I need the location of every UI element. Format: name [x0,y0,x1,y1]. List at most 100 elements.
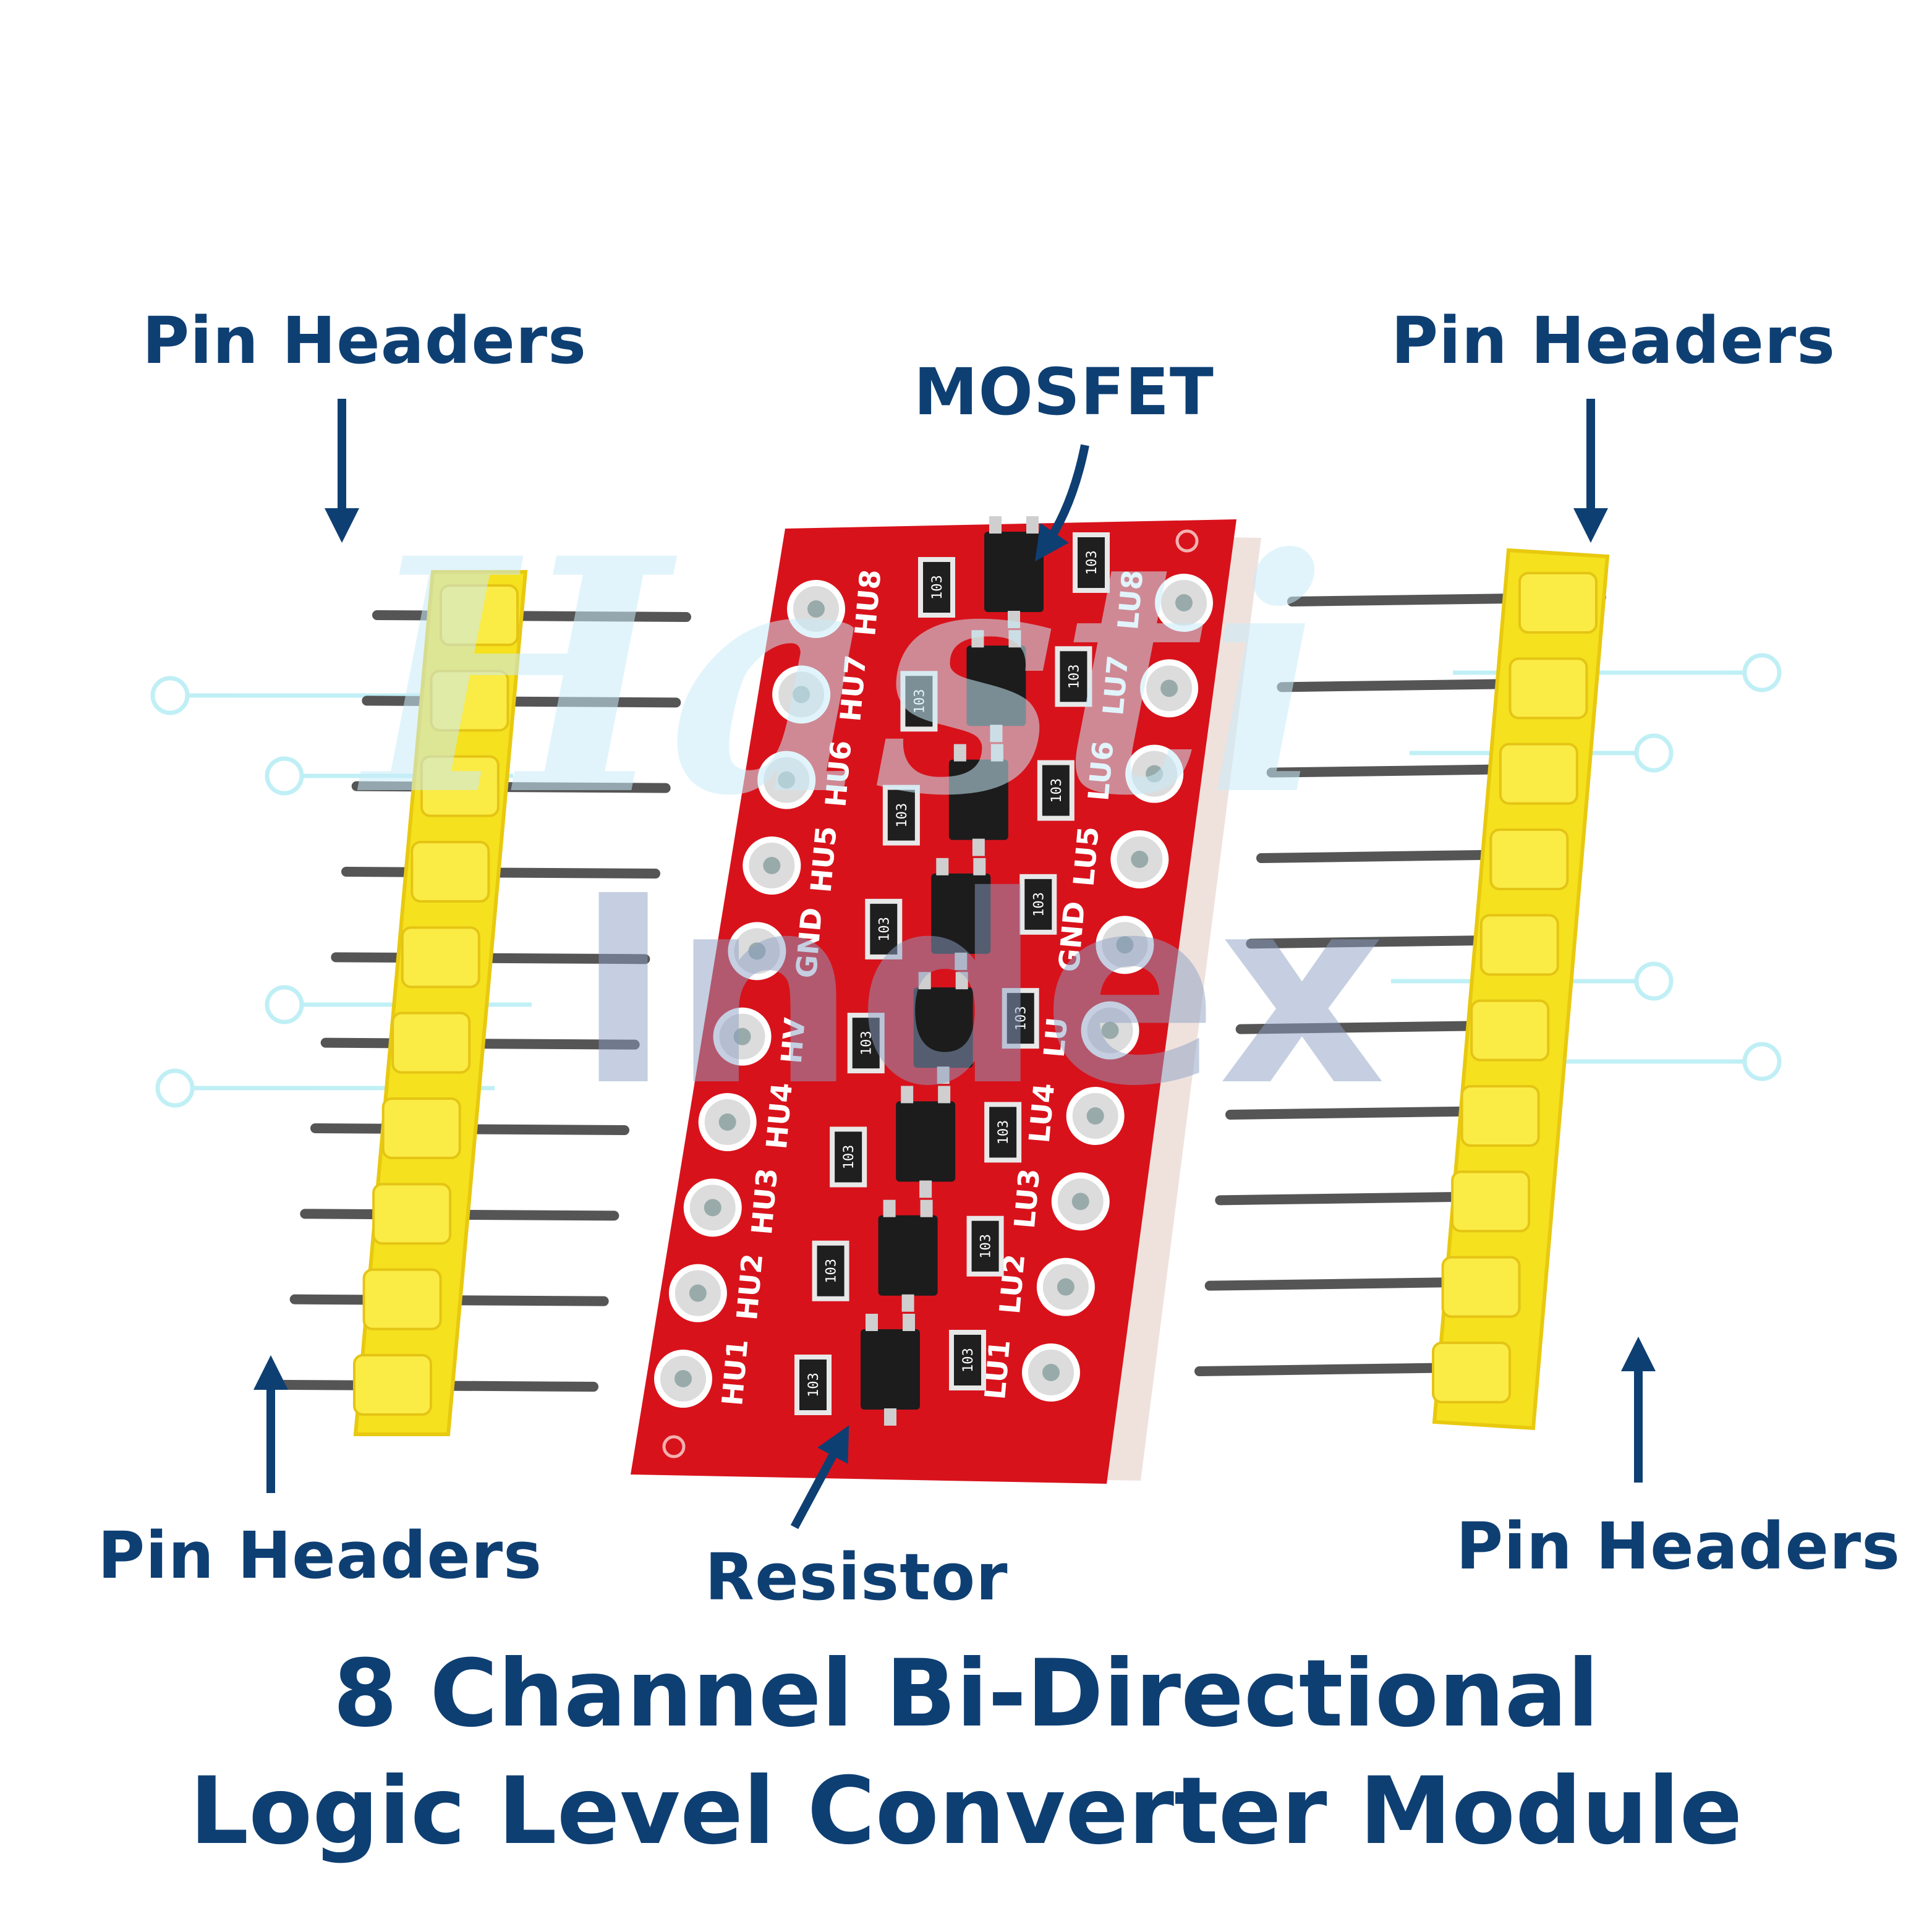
resistor-marking: 103 [1084,550,1100,575]
header-pin [362,696,681,708]
arrow-resistor [790,1425,849,1530]
pin-label-right: LU3 [1008,1167,1046,1230]
mosfet-chip [878,1215,938,1296]
title-line-2: Logic Level Converter Module [189,1758,1743,1865]
mounting-hole [662,1435,686,1458]
header-segment [391,1011,471,1074]
mosfet-lead [990,725,1003,743]
label-pin-headers-top-left: Pin Headers [142,303,587,378]
smd-resistor [949,1330,986,1390]
smd-resistor [1073,532,1110,593]
mosfet-lead [1026,516,1039,534]
via-hole [763,857,781,874]
mosfet-chip [984,532,1044,612]
header-segment [430,670,509,732]
mosfet-lead [989,516,1002,534]
resistor-marking: 103 [1031,892,1047,917]
resistor-marking: 103 [895,803,910,828]
pin-label-left: HU5 [804,825,843,894]
via-hole [1116,936,1134,954]
mosfet-lead [883,1199,896,1217]
pin-label-left: HV [775,1016,812,1065]
label-resistor: Resistor [705,1539,1008,1615]
mosfet-lead [1008,611,1020,628]
header-segment [1489,828,1569,890]
pin-label-left: HU2 [730,1252,769,1321]
resistor-marking: 103 [1049,778,1065,803]
via-hole [733,1028,751,1045]
header-pin [351,781,671,793]
pin-label-left: HU3 [745,1167,784,1236]
header-segment [1509,657,1588,720]
mosfet-lead [972,838,985,856]
header-segment [1441,1256,1521,1318]
mosfet-lead [1008,630,1021,648]
smd-resistor [865,898,903,960]
pin-label-right: LU6 [1081,739,1120,802]
pin-label-right: LU7 [1096,654,1134,717]
via-hole [793,686,811,704]
pin-label-left: HU8 [848,568,887,637]
resistor-marking: 103 [824,1259,840,1283]
title-line-1: 8 Channel Bi-Directional [333,1640,1599,1748]
smd-resistor [1037,760,1075,821]
header-segment [353,1354,432,1416]
resistor-marking: 103 [877,917,892,942]
mosfet-lead [971,630,984,648]
header-segment [1499,743,1578,805]
pin-label-right: LU [1037,1016,1074,1058]
smd-resistor [794,1355,832,1415]
header-segment [381,1097,461,1159]
header-segment [1518,572,1598,634]
via-hole [1175,594,1193,611]
mosfet-lead [955,952,968,970]
header-pin [341,867,660,879]
pin-label-left: HU6 [819,739,857,808]
resistor-marking: 103 [841,1145,857,1170]
mounting-hole [1175,529,1199,553]
mosfet-lead [937,1066,950,1084]
header-segment [1451,1170,1531,1233]
mosfet-lead [903,1314,915,1331]
via-hole [718,1113,736,1131]
via-hole [748,942,766,960]
resistor-marking: 103 [996,1120,1011,1145]
header-segment [1470,999,1550,1062]
mosfet-lead [938,1086,951,1104]
header-pin [372,610,691,622]
smd-resistor [900,671,938,732]
via-hole [1160,679,1178,697]
mosfet-chip [913,987,973,1068]
via-hole [778,771,796,789]
via-hole [1101,1021,1119,1039]
mosfet-chip [896,1101,956,1182]
pin-label-left: HU1 [715,1338,754,1407]
via-hole [807,600,825,618]
resistor-marking: 103 [859,1031,875,1055]
label-mosfet: MOSFET [914,354,1214,430]
pin-label-left: HU7 [833,653,872,723]
mosfet-chip [966,645,1026,726]
smd-resistor [918,557,955,618]
header-segment [1432,1342,1511,1403]
header-segment [440,584,519,646]
smd-resistor [830,1126,867,1188]
smd-resistor [882,785,920,846]
mosfet-lead [953,744,966,762]
resistor-marking: 103 [930,575,945,600]
via-hole [1057,1278,1075,1296]
smd-resistor [1002,988,1039,1049]
resistor-marking: 103 [806,1372,822,1397]
resistor-marking: 103 [1014,1006,1029,1031]
mosfet-chip [948,759,1008,840]
mosfet-lead [955,972,968,990]
smd-resistor [847,1013,885,1074]
pin-label-right: GND [1052,900,1092,974]
mosfet-lead [920,1199,933,1217]
smd-resistor [966,1215,1004,1277]
header-segment [1479,914,1559,976]
mosfet-chip [931,873,991,954]
label-pin-headers-bottom-left: Pin Headers [98,1518,543,1593]
smd-resistor [812,1240,849,1301]
